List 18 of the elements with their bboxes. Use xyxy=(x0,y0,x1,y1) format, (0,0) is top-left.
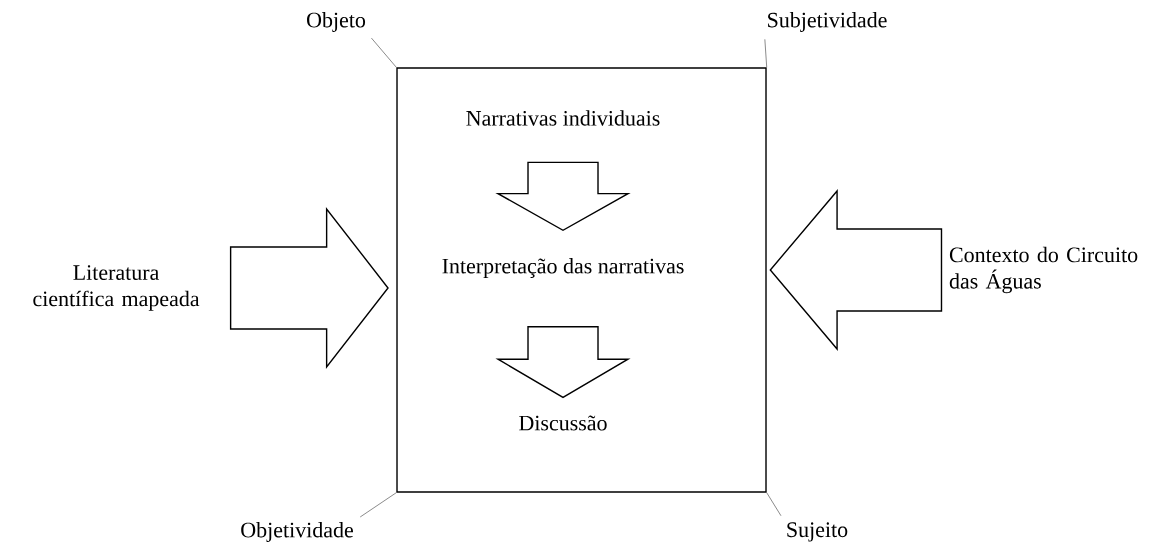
input-label: Literatura científica mapeada xyxy=(33,265,200,311)
corner-label: Objetividade xyxy=(241,522,353,542)
block-arrow xyxy=(769,189,943,351)
input-label: Contexto do Circuito das Águas xyxy=(949,246,1138,294)
block-arrow xyxy=(229,206,389,370)
step-text: Discussão xyxy=(519,415,607,431)
step-text: Narrativas individuais xyxy=(466,110,660,126)
leader-line xyxy=(766,492,782,517)
corner-label: Sujeito xyxy=(787,522,848,542)
block-arrow xyxy=(495,161,631,232)
corner-label: Objeto xyxy=(307,12,366,32)
outer-box xyxy=(396,67,767,493)
leader-line xyxy=(359,492,397,518)
leader-line xyxy=(371,37,397,68)
corner-label: Subjetividade xyxy=(768,12,887,32)
step-text: Interpretação das narrativas xyxy=(442,258,684,278)
block-arrow xyxy=(495,326,631,399)
leader-line xyxy=(764,38,768,68)
